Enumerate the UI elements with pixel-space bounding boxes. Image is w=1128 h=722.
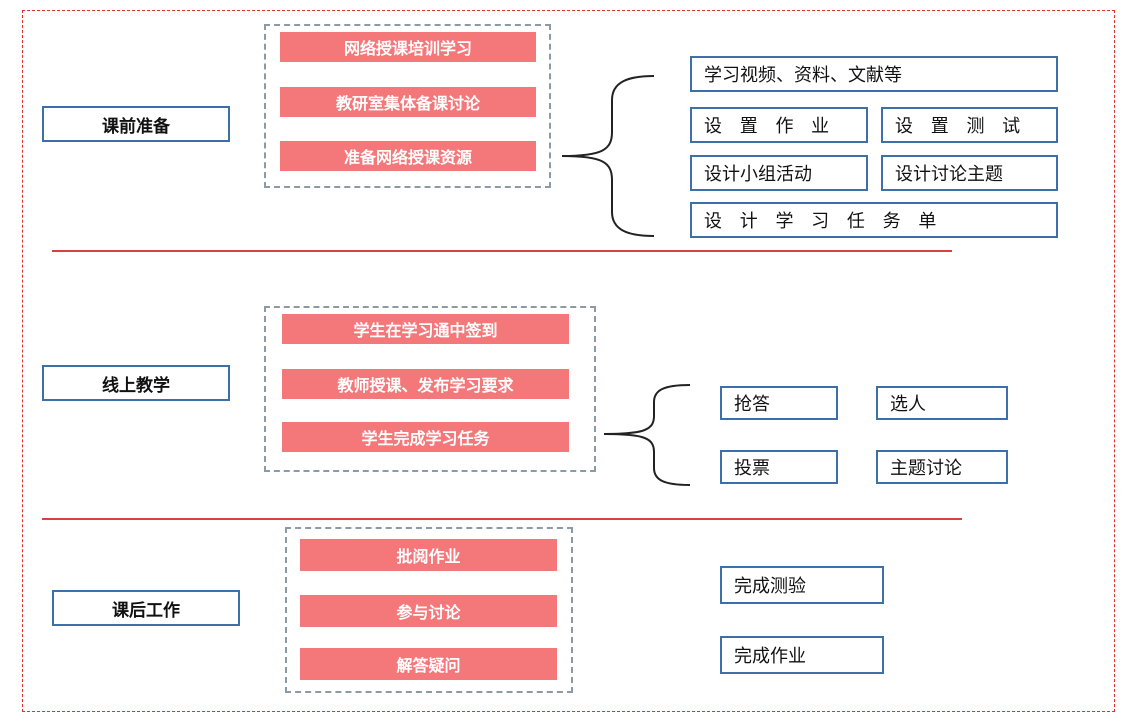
output-topic-discussion: 主题讨论 [876, 450, 1008, 484]
step-join-discussion: 参与讨论 [300, 595, 557, 627]
section-divider-2 [42, 518, 962, 520]
step-group-after-class [285, 527, 573, 693]
output-quick-answer: 抢答 [720, 386, 838, 420]
outer-frame [22, 10, 1115, 712]
output-set-test: 设 置 测 试 [881, 107, 1058, 143]
step-grade-homework: 批阅作业 [300, 539, 557, 571]
section-label-pre-class: 课前准备 [42, 106, 230, 142]
step-teacher-lecture: 教师授课、发布学习要求 [282, 369, 569, 399]
output-study-materials: 学习视频、资料、文献等 [690, 56, 1058, 92]
step-group-lesson-planning: 教研室集体备课讨论 [280, 87, 536, 117]
section-label-online-teaching: 线上教学 [42, 365, 230, 401]
output-vote: 投票 [720, 450, 838, 484]
output-set-homework: 设 置 作 业 [690, 107, 868, 143]
step-student-complete-tasks: 学生完成学习任务 [282, 422, 569, 452]
step-group-online-teaching [264, 306, 596, 472]
step-group-pre-class [264, 24, 551, 188]
output-complete-homework: 完成作业 [720, 636, 884, 674]
step-answer-questions: 解答疑问 [300, 648, 557, 680]
section-label-after-class: 课后工作 [52, 590, 240, 626]
output-complete-quiz: 完成测验 [720, 566, 884, 604]
section-divider-1 [52, 250, 952, 252]
step-prepare-resources: 准备网络授课资源 [280, 141, 536, 171]
step-student-sign-in: 学生在学习通中签到 [282, 314, 569, 344]
output-task-sheet: 设 计 学 习 任 务 单 [690, 202, 1058, 238]
output-group-activity: 设计小组活动 [690, 155, 868, 191]
step-online-teaching-training: 网络授课培训学习 [280, 32, 536, 62]
output-pick-student: 选人 [876, 386, 1008, 420]
output-discussion-topic: 设计讨论主题 [881, 155, 1058, 191]
